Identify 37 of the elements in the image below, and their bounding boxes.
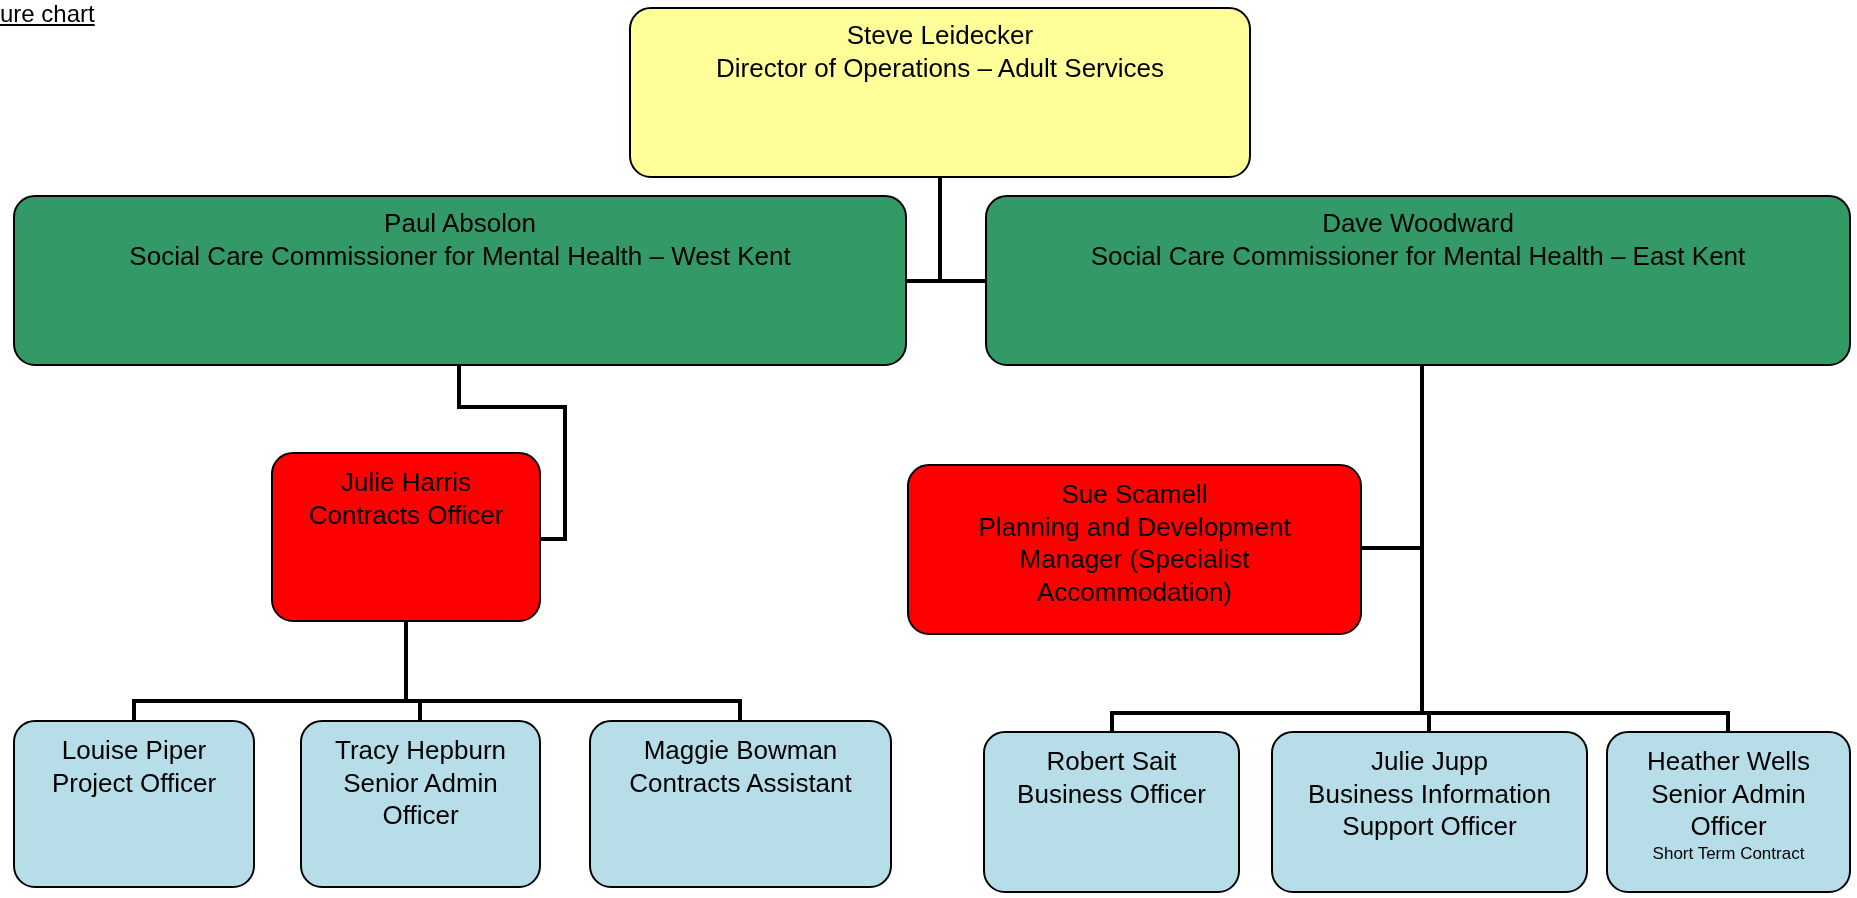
person-name: Dave Woodward: [1322, 207, 1514, 240]
person-name: Tracy Hepburn: [335, 734, 506, 767]
person-name: Julie Harris: [341, 466, 471, 499]
person-name: Sue Scamell: [1061, 478, 1208, 511]
job-title: Senior Admin Officer: [1650, 777, 1807, 843]
person-name: Louise Piper: [61, 734, 207, 767]
org-box: [271, 452, 541, 622]
org-box: [589, 720, 892, 888]
org-box: [1271, 731, 1588, 893]
org-box: [300, 720, 541, 888]
person-name: Heather Wells: [1647, 745, 1810, 778]
job-title: Social Care Commissioner for Mental Health – East Kent: [1090, 239, 1746, 272]
job-title: Senior Admin Officer: [342, 766, 499, 832]
connector-line: [404, 622, 742, 720]
person-name: Steve Leidecker: [846, 19, 1034, 52]
org-box: [629, 7, 1251, 178]
job-title: Contracts Officer: [308, 498, 504, 531]
job-title: Planning and Development Manager (Specialist Accommodation): [977, 510, 1292, 608]
page-heading: ure chart: [0, 0, 95, 28]
org-box: [13, 720, 255, 888]
person-name: Maggie Bowman: [643, 734, 838, 767]
contract-note: Short Term Contract: [1652, 842, 1805, 864]
job-title: Business Officer: [1017, 777, 1206, 810]
person-name: Robert Sait: [1046, 745, 1177, 778]
job-title: Social Care Commissioner for Mental Health – West Kent: [129, 239, 791, 272]
connector-line: [457, 366, 567, 541]
org-box: [13, 195, 907, 366]
person-name: Paul Absolon: [384, 207, 536, 240]
org-box: [907, 464, 1362, 635]
job-title: Project Officer: [51, 766, 217, 799]
person-name: Julie Jupp: [1370, 745, 1489, 778]
org-box: [983, 731, 1240, 893]
org-box: [985, 195, 1851, 366]
job-title: Business Information Support Officer: [1307, 777, 1552, 843]
job-title: Contracts Assistant: [629, 766, 852, 799]
job-title: Director of Operations – Adult Services: [716, 51, 1164, 84]
org-box: [1606, 731, 1851, 893]
